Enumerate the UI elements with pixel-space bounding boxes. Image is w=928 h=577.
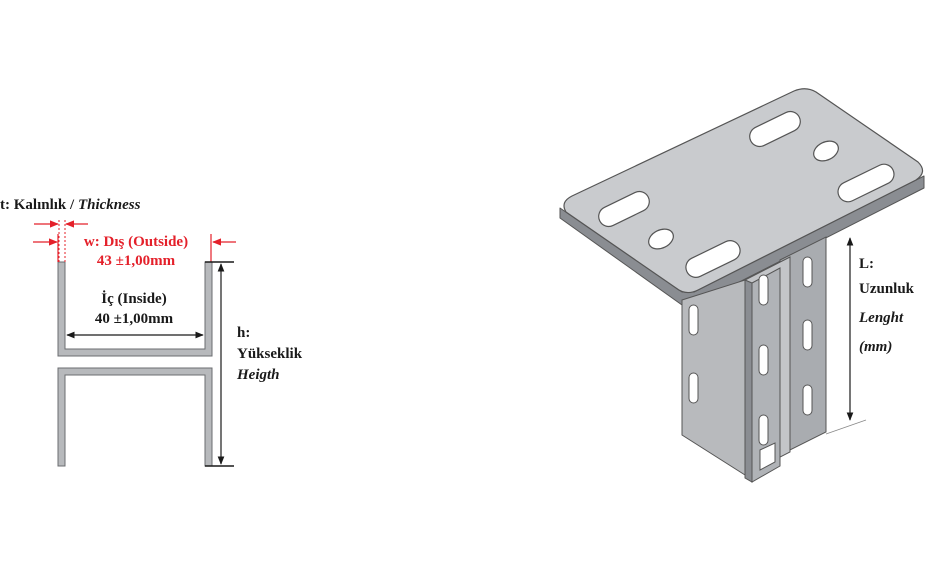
plate-slot bbox=[837, 163, 895, 203]
length-guide-bottom bbox=[825, 419, 867, 435]
slot bbox=[688, 372, 699, 404]
plate-hole bbox=[648, 228, 674, 250]
plate-holes bbox=[598, 110, 895, 278]
length-english: Lenght bbox=[858, 310, 904, 326]
inside-label: İç (Inside) bbox=[101, 290, 166, 307]
plate-slot bbox=[685, 240, 741, 278]
side-face-slots bbox=[758, 274, 769, 446]
height-turkish: Yükseklik bbox=[237, 346, 303, 362]
slot bbox=[802, 384, 813, 416]
height-english: Heigth bbox=[236, 367, 280, 383]
bottom-slot-cut bbox=[759, 442, 776, 471]
length-turkish: Uzunluk bbox=[859, 281, 915, 297]
slot bbox=[758, 414, 769, 446]
outside-label: w: Dış (Outside) bbox=[84, 234, 188, 250]
upper-u-profile bbox=[57, 261, 213, 357]
leg-right-flange bbox=[744, 279, 753, 483]
plate-hole bbox=[813, 140, 839, 162]
length-label: L: bbox=[859, 256, 874, 272]
bracket-3d: L: Uzunluk Lenght (mm) bbox=[559, 88, 925, 483]
plate-slot bbox=[749, 110, 801, 148]
plate-slot bbox=[598, 190, 650, 228]
outside-value: 43 ±1,00mm bbox=[97, 253, 176, 269]
slot bbox=[758, 344, 769, 376]
slot bbox=[802, 319, 813, 351]
slot bbox=[758, 274, 769, 306]
lower-u-profile bbox=[57, 367, 213, 467]
thickness-label: t: Kalınlık / Thickness bbox=[0, 197, 141, 213]
slot bbox=[688, 304, 699, 336]
height-label: h: bbox=[237, 325, 250, 341]
cross-section: t: Kalınlık / Thickness w: Dış (Outside)… bbox=[0, 197, 303, 467]
back-face-slots bbox=[802, 256, 813, 416]
slot bbox=[802, 256, 813, 288]
inside-value: 40 ±1,00mm bbox=[95, 311, 174, 327]
length-unit: (mm) bbox=[859, 339, 892, 355]
front-flange-slots bbox=[688, 304, 699, 404]
